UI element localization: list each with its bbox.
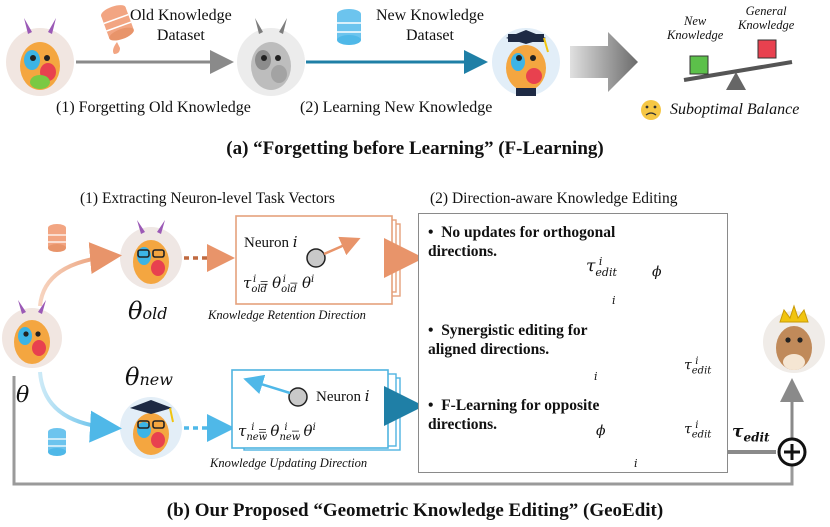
plus-circle-icon: [777, 437, 807, 467]
tau-new-formula: τnewi = θnewi − θi: [238, 422, 316, 443]
llama-icon: [237, 18, 305, 96]
step1-label: (1) Forgetting Old Knowledge: [56, 99, 251, 116]
caption-b: (b) Our Proposed “Geometric Knowledge Ed…: [166, 500, 664, 521]
index-label-1: i: [612, 294, 616, 307]
retention-caption: Knowledge Retention Direction: [208, 308, 366, 322]
llama-icon: [492, 28, 560, 96]
neuron-node: [288, 387, 308, 407]
editing-panel: [418, 213, 728, 473]
tau-edit-label-3: τediti: [684, 420, 712, 441]
bullet-orthogonal: • No updates for orthogonal directions.: [428, 224, 616, 260]
suboptimal-label: Suboptimal Balance: [670, 101, 800, 118]
balance-general-label: General Knowledge: [738, 4, 795, 33]
old-dataset-label: Old Knowledge Dataset: [130, 7, 232, 44]
index-label-3: i: [634, 457, 638, 470]
branch-new-arrow: [38, 371, 122, 443]
balance-new-label: New Knowledge: [667, 14, 724, 43]
database-icon: [48, 224, 66, 252]
tau-edit-output-label: τedit: [732, 422, 770, 445]
caption-a: (a) “Forgetting before Learning” (F-Lear…: [226, 138, 604, 159]
llama-icon: [120, 220, 182, 289]
phi-label-1: ϕ: [652, 264, 662, 280]
theta-new-label: θnew: [125, 363, 173, 391]
phi-label-3: ϕ: [596, 423, 606, 439]
llama-icon: [6, 18, 74, 96]
neuron-node: [306, 248, 326, 268]
tau-old-vector: [323, 236, 361, 256]
neuron-label-old: Neuron i: [244, 233, 298, 251]
llama-icon: [120, 397, 182, 459]
bullet-opposite: • F-Learning for opposite directions.: [428, 397, 600, 433]
llama-icon: [763, 304, 825, 373]
tau-new-vector: [243, 374, 291, 395]
scale-icon: [683, 39, 793, 90]
theta-old-label: θold: [128, 297, 168, 325]
tau-edit-label-2: τediti: [684, 356, 712, 377]
step2-label: (2) Learning New Knowledge: [300, 99, 493, 116]
sad-face-icon: [641, 100, 661, 120]
big-arrow: [570, 32, 638, 92]
neuron-label-new: Neuron i: [316, 387, 370, 405]
llama-icon: [2, 300, 62, 368]
new-dataset-label: New Knowledge Dataset: [376, 7, 484, 44]
bullet-aligned: • Synergistic editing for aligned direct…: [428, 322, 588, 358]
database-icon: [48, 428, 66, 456]
database-icon: [100, 5, 134, 41]
residual-path: [12, 376, 794, 486]
database-icon: [337, 9, 361, 45]
updating-caption: Knowledge Updating Direction: [210, 456, 368, 470]
tau-old-formula: τoldi = θoldi − θi: [243, 274, 315, 295]
theta-label: θ: [16, 383, 30, 408]
section1-title: (1) Extracting Neuron-level Task Vectors: [80, 190, 335, 207]
pour-drop: [113, 42, 120, 54]
branch-old-arrow: [38, 242, 122, 307]
tau-edit-label-1: τediti: [586, 255, 617, 280]
section2-title: (2) Direction-aware Knowledge Editing: [430, 190, 678, 207]
index-label-2: i: [594, 370, 598, 383]
